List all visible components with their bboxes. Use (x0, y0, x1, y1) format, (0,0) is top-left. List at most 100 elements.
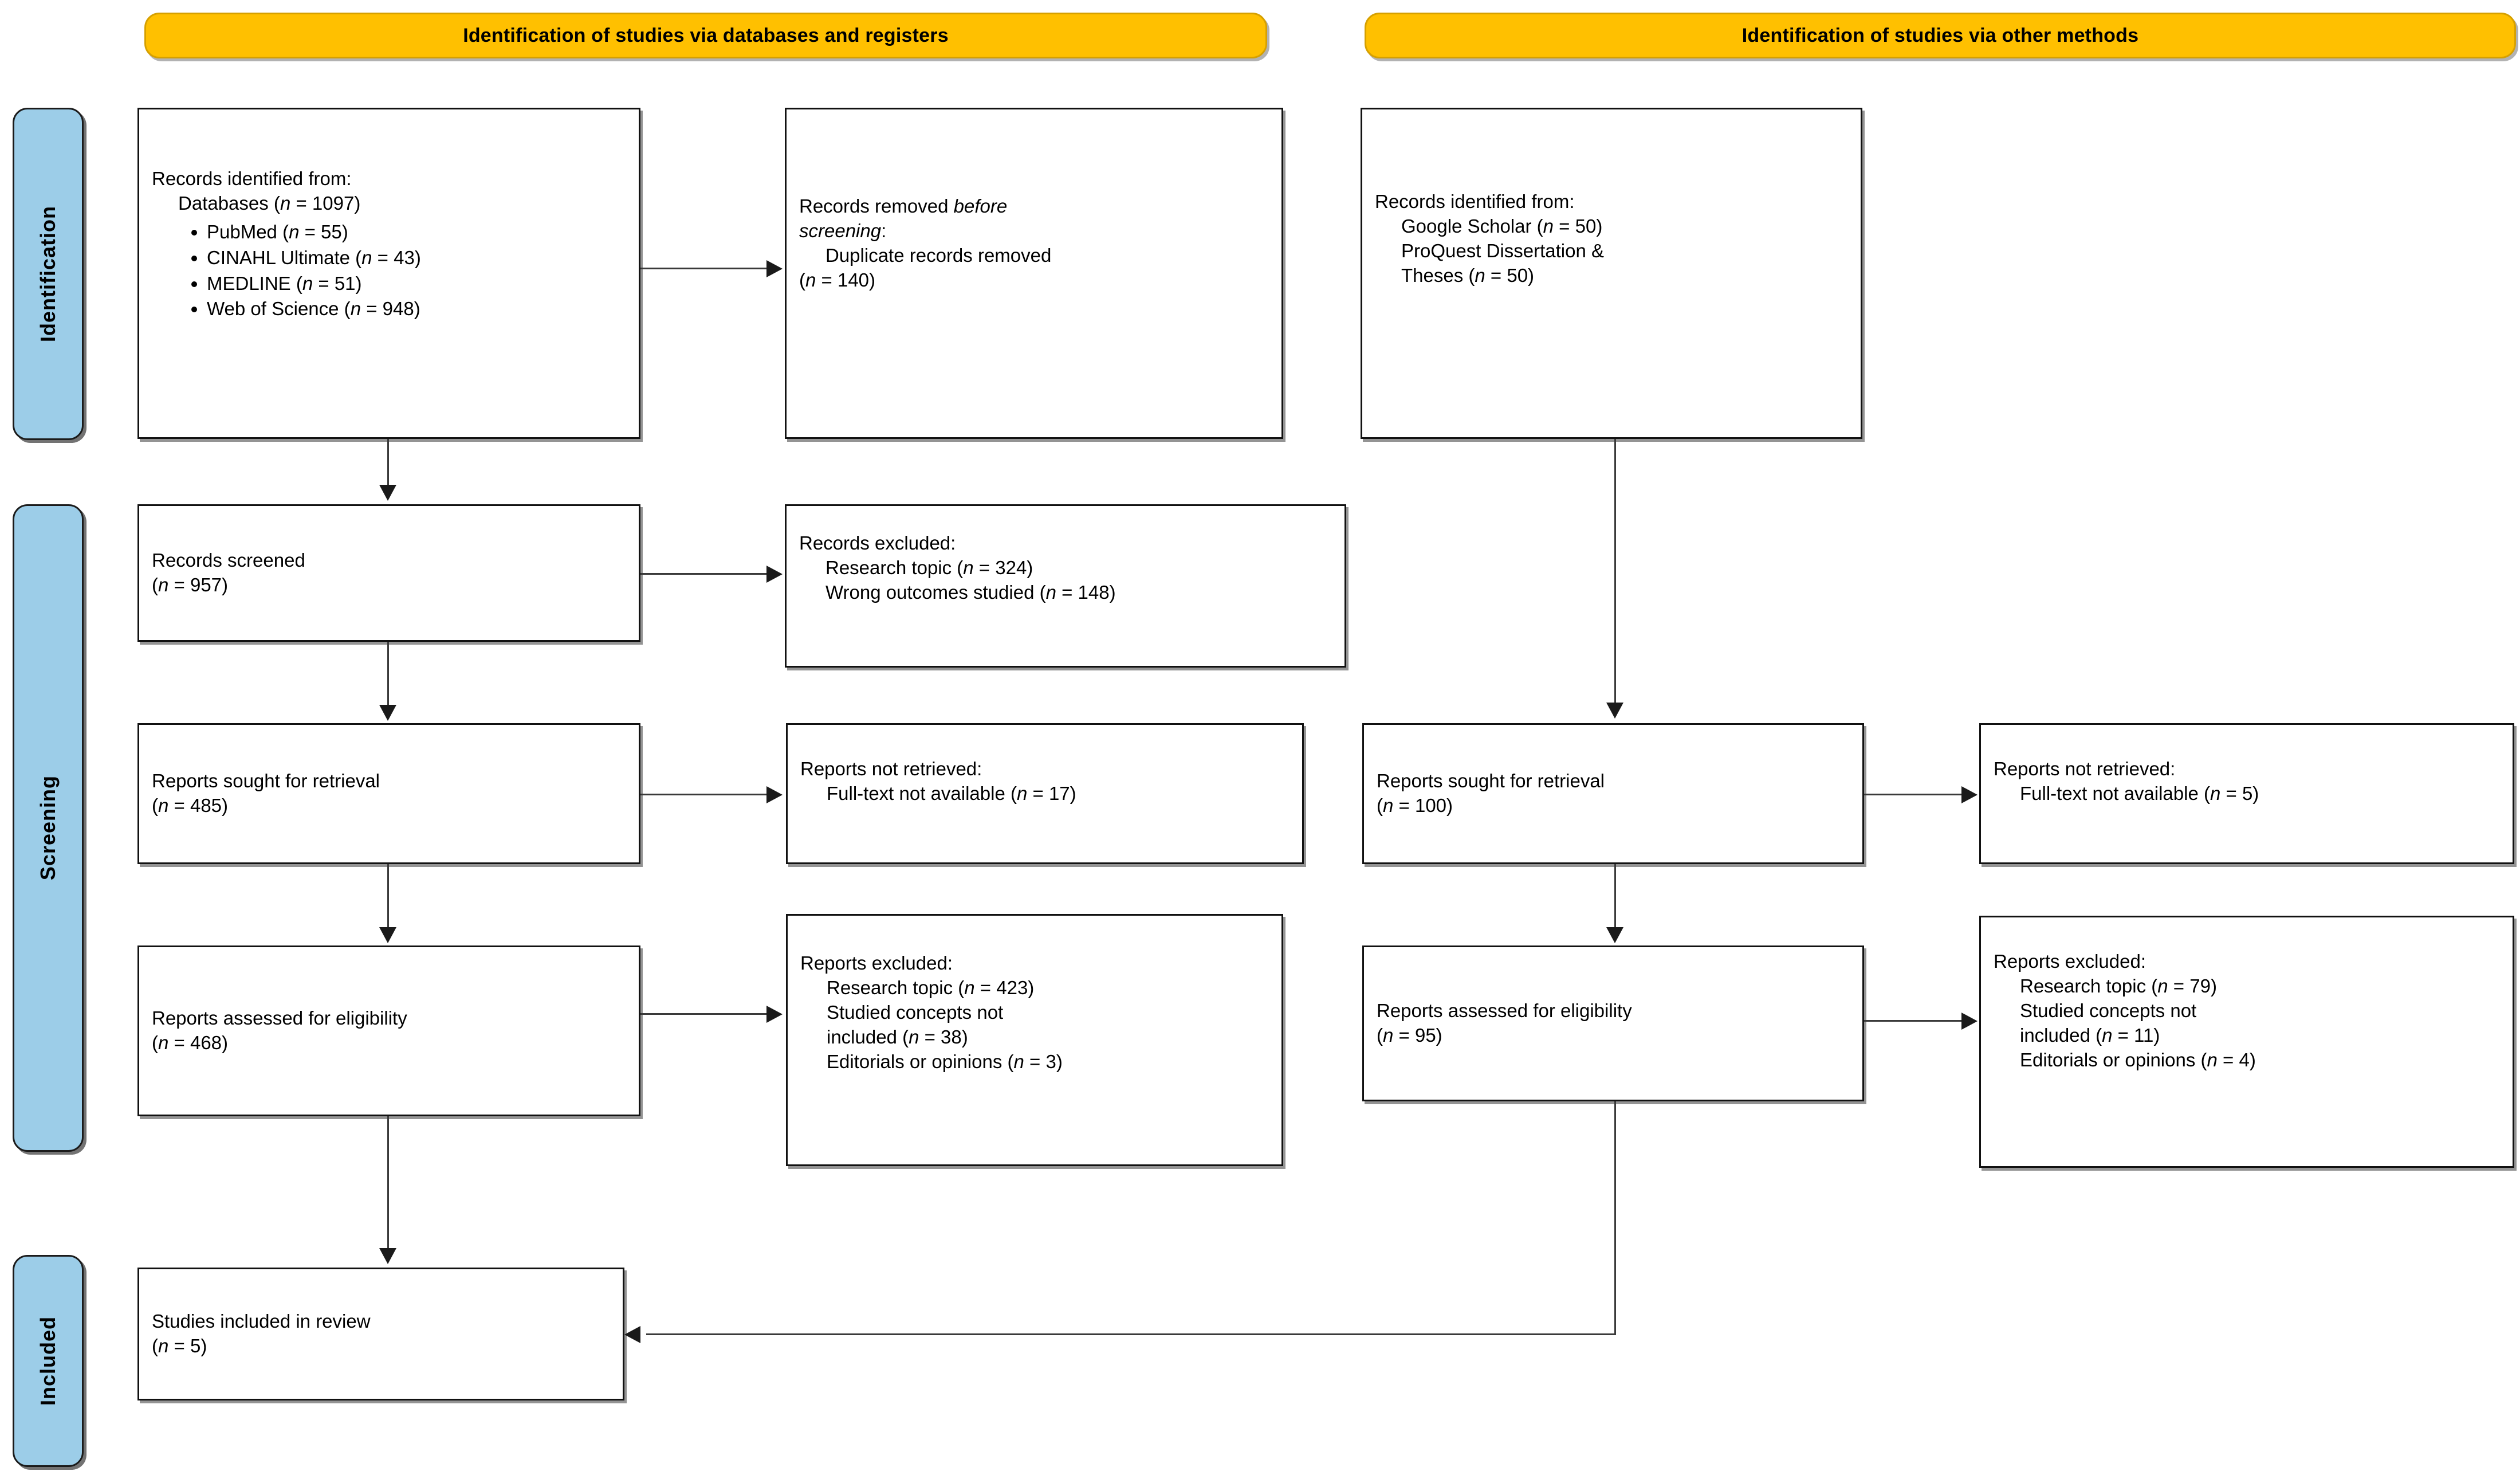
arrowhead-assessed-to-reports-excluded (766, 1006, 783, 1023)
italic-n: n (1543, 215, 1554, 237)
reports-sought-other-title: Reports sought for retrieval (1377, 770, 1605, 792)
box-records-identified-other: Records identified from: Google Scholar … (1361, 108, 1862, 439)
italic-n: n (805, 269, 816, 291)
arrowhead-other-assessed-to-included (624, 1326, 640, 1343)
italic-n: n (2102, 1024, 2113, 1046)
connector-screened-to-excluded (640, 573, 768, 575)
arrowhead-sought-to-assessed (379, 927, 396, 943)
records-identified-title: Records identified from: (152, 168, 352, 189)
connector-other-sought-to-not-retrieved (1864, 794, 1963, 795)
box-records-identified-databases: Records identified from: Databases (n = … (137, 108, 640, 439)
reports-not-retrieved-item: Full-text not available (n = 17) (827, 782, 1076, 804)
arrowhead-other-identified-to-sought (1606, 703, 1623, 719)
connector-identified-to-screened (387, 439, 389, 486)
reports-assessed-other-title: Reports assessed for eligibility (1377, 1000, 1632, 1022)
records-excluded-item: Wrong outcomes studied (n = 148) (825, 581, 1116, 603)
reports-sought-count: (n = 485) (152, 795, 229, 816)
italic-n: n (158, 574, 169, 595)
italic-n: n (964, 976, 975, 998)
italic-n: n (158, 1032, 169, 1053)
reports-excluded-title: Reports excluded: (800, 952, 953, 974)
duplicate-records-removed-count: (n = 140) (799, 269, 876, 291)
other-source-google-scholar: Google Scholar (n = 50) (1401, 215, 1603, 237)
reports-excluded-item: Editorials or opinions (n = 3) (827, 1050, 1063, 1072)
reports-assessed-title: Reports assessed for eligibility (152, 1007, 407, 1029)
studies-included-title: Studies included in review (152, 1311, 371, 1332)
box-reports-assessed-other: Reports assessed for eligibility (n = 95… (1362, 945, 1864, 1101)
arrowhead-sought-to-not-retrieved (766, 786, 783, 803)
italic-n: n (158, 1335, 169, 1356)
reports-sought-other-count: (n = 100) (1377, 795, 1453, 816)
reports-excluded-other-item: Research topic (n = 79) (2020, 975, 2217, 996)
records-identified-other-title: Records identified from: (1375, 191, 1575, 212)
reports-sought-title: Reports sought for retrieval (152, 770, 380, 792)
list-item: PubMed (n = 55) (207, 219, 626, 245)
phase-label-included: Included (13, 1255, 84, 1467)
box-reports-excluded-databases: Reports excluded: Research topic (n = 42… (786, 914, 1283, 1166)
italic-n: n (289, 221, 300, 242)
records-screened-title: Records screened (152, 550, 305, 571)
phase-included-text: Included (36, 1316, 60, 1406)
list-item: Web of Science (n = 948) (207, 296, 626, 322)
connector-identified-to-removed (640, 268, 768, 269)
reports-not-retrieved-title: Reports not retrieved: (800, 758, 982, 779)
box-studies-included: Studies included in review (n = 5) (137, 1268, 624, 1400)
connector-other-assessed-to-included-vertical (1614, 1101, 1616, 1335)
connector-other-identified-to-sought (1614, 439, 1616, 704)
connector-other-assessed-to-excluded (1864, 1020, 1963, 1022)
arrowhead-other-assessed-to-excluded (1961, 1013, 1978, 1030)
italic-n: n (361, 246, 372, 268)
reports-excluded-other-item: included (n = 11) (2020, 1024, 2160, 1046)
italic-n: n (1383, 1025, 1394, 1046)
records-identified-databases-count: Databases (n = 1097) (178, 192, 361, 214)
reports-excluded-other-title: Reports excluded: (1994, 951, 2146, 972)
records-screened-count: (n = 957) (152, 574, 229, 595)
database-source-list: PubMed (n = 55) CINAHL Ultimate (n = 43)… (152, 219, 626, 323)
italic-n: n (2157, 975, 2168, 996)
box-reports-excluded-other: Reports excluded: Research topic (n = 79… (1979, 916, 2514, 1168)
reports-excluded-item: included (n = 38) (827, 1026, 968, 1047)
duplicate-records-removed-label: Duplicate records removed (825, 244, 1052, 266)
arrowhead-other-sought-to-not-retrieved (1961, 786, 1978, 803)
connector-assessed-to-included (387, 1116, 389, 1249)
other-source-proquest-line2: Theses (n = 50) (1401, 264, 1535, 286)
italic-n: n (1045, 581, 1056, 603)
records-removed-title-2: screening: (799, 219, 887, 241)
box-records-removed: Records removed before screening: Duplic… (785, 108, 1283, 439)
box-reports-assessed-databases: Reports assessed for eligibility (n = 46… (137, 945, 640, 1116)
italic-n: n (280, 192, 291, 214)
reports-assessed-count: (n = 468) (152, 1032, 229, 1053)
connector-sought-to-not-retrieved (640, 794, 768, 795)
italic-n: n (1013, 1050, 1024, 1072)
connector-assessed-to-reports-excluded (640, 1013, 768, 1015)
connector-other-assessed-to-included-horizontal (646, 1333, 1616, 1335)
reports-assessed-other-count: (n = 95) (1377, 1025, 1442, 1046)
box-records-screened: Records screened (n = 957) (137, 504, 640, 642)
list-item: MEDLINE (n = 51) (207, 271, 626, 297)
reports-excluded-other-item: Studied concepts not (2020, 999, 2197, 1021)
reports-not-retrieved-other-item: Full-text not available (n = 5) (2020, 782, 2259, 804)
records-excluded-title: Records excluded: (799, 532, 956, 554)
phase-label-screening: Screening (13, 504, 84, 1152)
arrowhead-identified-to-screened (379, 485, 396, 501)
box-reports-not-retrieved-other: Reports not retrieved: Full-text not ava… (1979, 723, 2514, 864)
italic-n: n (1016, 782, 1028, 804)
reports-excluded-item: Studied concepts not (827, 1001, 1004, 1023)
italic-n: n (350, 298, 361, 320)
phase-screening-text: Screening (36, 775, 60, 881)
records-removed-title: Records removed before (799, 195, 1008, 217)
other-source-proquest-line1: ProQuest Dissertation & (1401, 240, 1604, 261)
italic-n: n (158, 795, 169, 816)
header-other-methods: Identification of studies via other meth… (1365, 13, 2516, 58)
studies-included-count: (n = 5) (152, 1335, 207, 1356)
reports-not-retrieved-other-title: Reports not retrieved: (1994, 758, 2176, 779)
reports-excluded-other-item: Editorials or opinions (n = 4) (2020, 1049, 2256, 1070)
header-databases-registers: Identification of studies via databases … (144, 13, 1267, 58)
arrowhead-screened-to-excluded (766, 566, 783, 583)
records-excluded-item: Research topic (n = 324) (825, 556, 1033, 578)
phase-label-identification: Identification (13, 108, 84, 440)
connector-sought-to-assessed (387, 864, 389, 928)
italic-n: n (302, 272, 313, 294)
box-reports-sought-databases: Reports sought for retrieval (n = 485) (137, 723, 640, 864)
